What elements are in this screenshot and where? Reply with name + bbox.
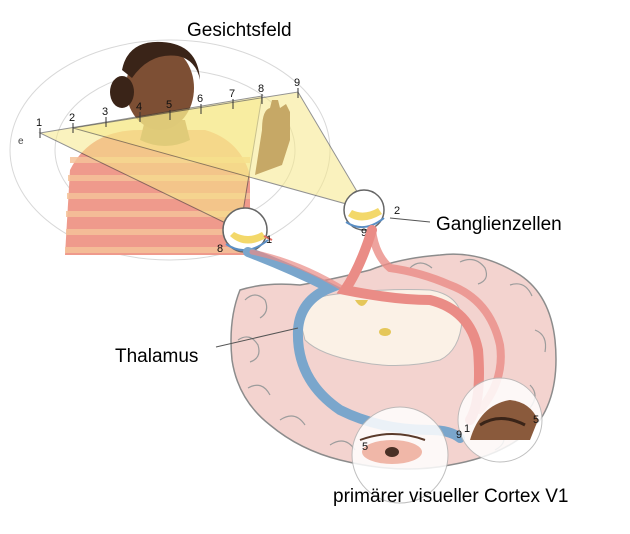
- field-number-4: 4: [136, 101, 142, 113]
- field-number-9: 9: [294, 77, 300, 89]
- eye-numbers: 1 8 2 9: [217, 205, 400, 255]
- right-eye-number-2: 2: [394, 205, 400, 217]
- cortex-label: primärer visueller Cortex V1: [333, 486, 569, 507]
- left-eye-number-1: 1: [266, 234, 272, 246]
- field-number-8: 8: [258, 83, 264, 95]
- right-eye: [343, 189, 385, 231]
- field-numbers: 1 2 3 4 5 6 7 8 9: [36, 77, 300, 129]
- edge-fragment: e: [18, 136, 24, 147]
- right-eye-field: [72, 91, 370, 211]
- field-number-7: 7: [229, 88, 235, 100]
- cortex-right-number-1: 1: [464, 423, 470, 435]
- field-number-3: 3: [102, 106, 108, 118]
- field-number-1: 1: [36, 117, 42, 129]
- field-number-2: 2: [69, 112, 75, 124]
- left-eye: [222, 207, 273, 253]
- cortex-left-number-9: 9: [456, 429, 462, 441]
- field-ticks: [39, 88, 299, 138]
- right-eye-number-9: 9: [361, 227, 367, 239]
- cortex-right-number-5: 5: [533, 414, 539, 426]
- cortex-inset-left: [351, 406, 449, 504]
- thalamus-label: Thalamus: [115, 346, 199, 367]
- field-number-6: 6: [197, 93, 203, 105]
- field-number-5: 5: [166, 99, 172, 111]
- leader-lines: [215, 217, 431, 348]
- cortex-left-number-5: 5: [362, 441, 368, 453]
- cortex-inset-right: [457, 377, 543, 463]
- visual-field-title: Gesichtsfeld: [187, 20, 292, 41]
- left-eye-number-8: 8: [217, 243, 223, 255]
- cortex-numbers: 5 9 1 5: [362, 414, 539, 453]
- ganglion-cells-label: Ganglienzellen: [436, 214, 562, 235]
